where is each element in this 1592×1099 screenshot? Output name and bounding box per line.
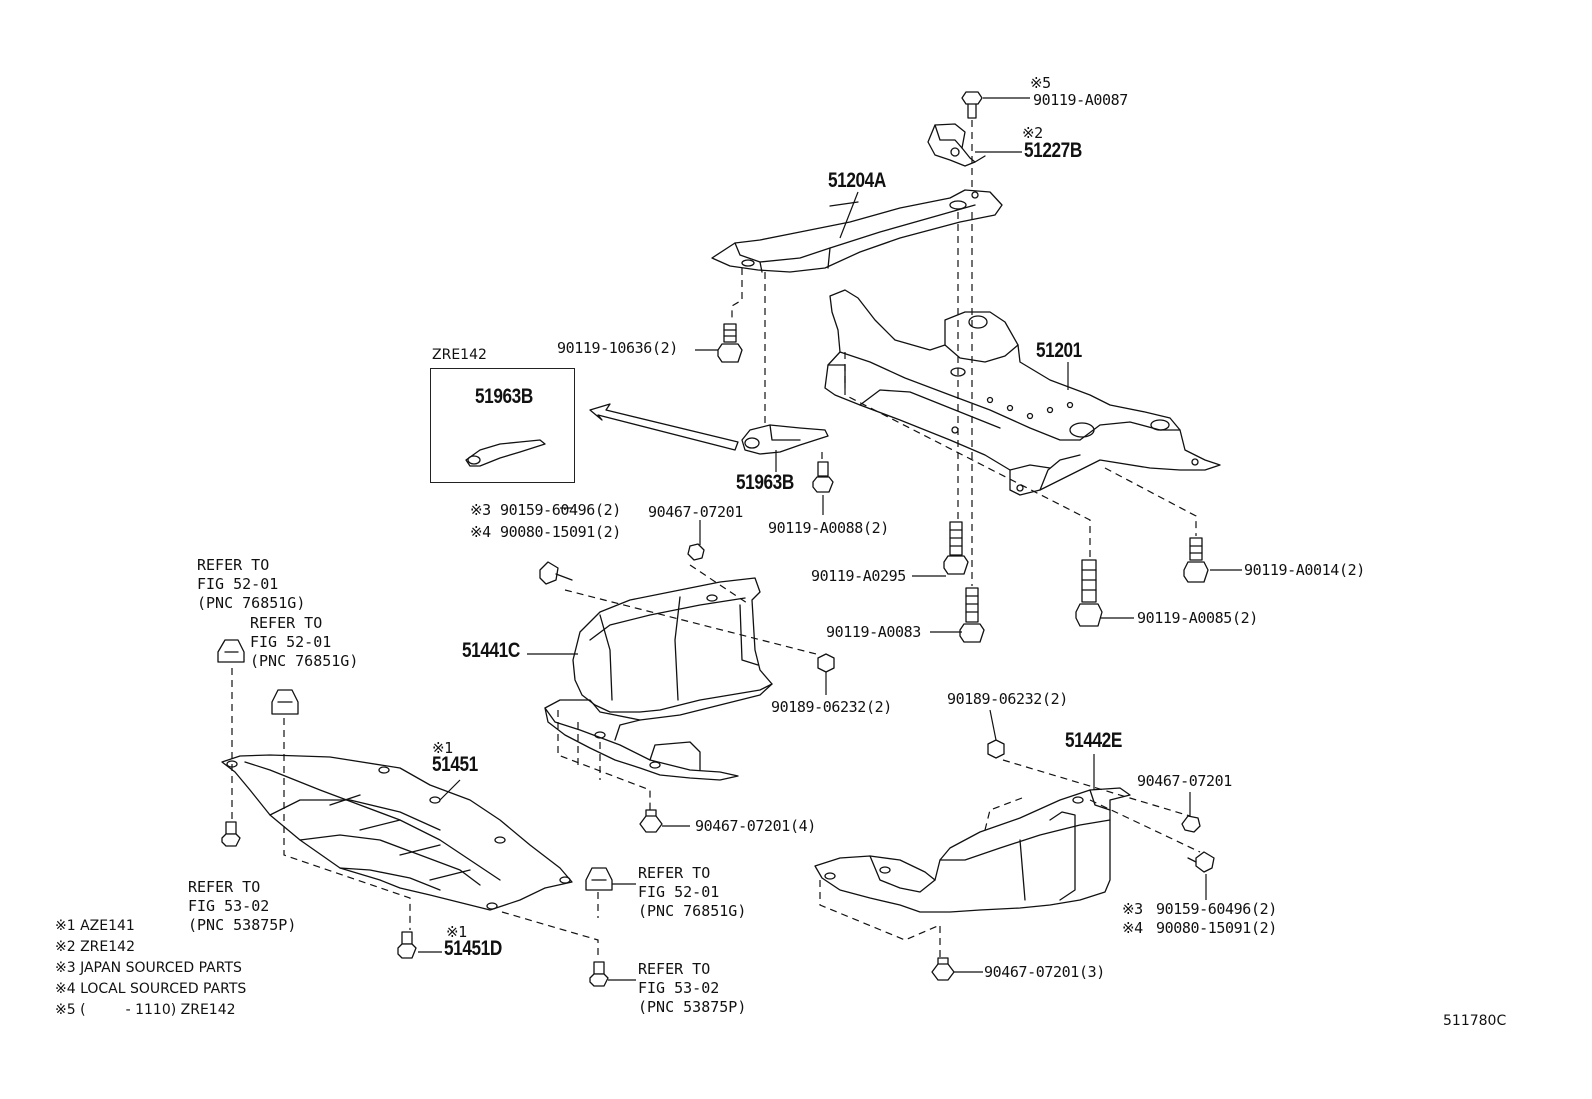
bolt-90119-a0014-drawing [1183, 537, 1209, 583]
part-90080-15091-a[interactable]: 90080-15091(2) [500, 523, 621, 541]
note-4: ※4 LOCAL SOURCED PARTS [55, 981, 247, 997]
mark-5: ※5 [1030, 74, 1051, 92]
refer-block-4[interactable]: REFER TO FIG 52-01 (PNC 76851G) [638, 864, 747, 920]
mark-1-a: ※1 [432, 739, 453, 757]
part-90467-07201-a[interactable]: 90467-07201 [648, 503, 743, 521]
zre142-box-part-51963b[interactable]: 51963B [475, 385, 533, 408]
part-51227b[interactable]: 51227B [1024, 139, 1082, 162]
refer-block-3[interactable]: REFER TO FIG 53-02 (PNC 53875P) [188, 878, 297, 934]
part-90119-a0085[interactable]: 90119-A0085(2) [1137, 609, 1258, 627]
part-51201[interactable]: 51201 [1036, 339, 1082, 362]
mark-4-b: ※4 [1122, 919, 1143, 937]
clip-90467-07201-4-drawing [639, 809, 663, 833]
screw-53875p-b-drawing [589, 961, 609, 987]
part-51963b[interactable]: 51963B [736, 471, 794, 494]
bracket-51963b-drawing [741, 424, 829, 455]
clip-90467-07201-b-drawing [1181, 815, 1201, 833]
screw-90159-60496-left-drawing [539, 561, 573, 585]
mark-2: ※2 [1022, 124, 1043, 142]
bolt-90119-a0088-drawing [812, 461, 834, 493]
refer-block-5[interactable]: REFER TO FIG 53-02 (PNC 53875P) [638, 960, 747, 1016]
part-90080-15091-b[interactable]: 90080-15091(2) [1156, 919, 1277, 937]
under-cover-51451-drawing [221, 754, 573, 911]
clip-76851g-c-drawing [585, 867, 613, 891]
part-90467-07201-3[interactable]: 90467-07201(3) [984, 963, 1105, 981]
part-51204a[interactable]: 51204A [828, 169, 886, 192]
part-90467-07201-4[interactable]: 90467-07201(4) [695, 817, 816, 835]
clip-76851g-a-drawing [217, 639, 245, 663]
note-3: ※3 JAPAN SOURCED PARTS [55, 960, 242, 976]
mark-1-b: ※1 [446, 923, 467, 941]
refer-block-1[interactable]: REFER TO FIG 52-01 (PNC 76851G) [197, 556, 306, 612]
under-cover-51441c-drawing [544, 577, 773, 781]
part-90119-a0087[interactable]: 90119-A0087 [1033, 91, 1128, 109]
bolt-90119-a0083-drawing [959, 587, 985, 643]
cover-51442e-drawing [814, 787, 1131, 913]
bolt-90119-a0295-drawing [943, 521, 969, 575]
diagram-code: 511780C [1443, 1013, 1507, 1029]
part-90189-06232-b[interactable]: 90189-06232(2) [947, 690, 1068, 708]
refer-block-2[interactable]: REFER TO FIG 52-01 (PNC 76851G) [250, 614, 359, 670]
clip-76851g-b-drawing [271, 689, 299, 715]
part-90119-a0014[interactable]: 90119-A0014(2) [1244, 561, 1365, 579]
bolt-90119-a0085-drawing [1075, 559, 1103, 627]
crossmember-51204a-drawing [711, 189, 1003, 273]
screw-90159-60496-b-drawing [1187, 851, 1215, 873]
part-90119-10636[interactable]: 90119-10636(2) [557, 339, 678, 357]
note-2: ※2 ZRE142 [55, 939, 135, 955]
mark-4-a: ※4 [470, 523, 491, 541]
part-90119-a0083[interactable]: 90119-A0083 [826, 623, 921, 641]
note-1: ※1 AZE141 [55, 918, 135, 934]
part-90467-07201-b[interactable]: 90467-07201 [1137, 772, 1232, 790]
part-90189-06232-a[interactable]: 90189-06232(2) [771, 698, 892, 716]
part-51442e[interactable]: 51442E [1065, 729, 1122, 752]
clip-90467-07201-3-drawing [931, 957, 955, 981]
mark-3-b: ※3 [1122, 900, 1143, 918]
part-90159-60496-a[interactable]: 90159-60496(2) [500, 501, 621, 519]
zre142-detail-box [430, 368, 575, 483]
nut-90189-06232-b-drawing [987, 739, 1005, 759]
nut-90189-06232-a-drawing [817, 653, 835, 673]
clip-90467-07201-top-drawing [687, 543, 705, 561]
bracket-51227b-drawing [927, 123, 986, 167]
part-51451[interactable]: 51451 [432, 753, 478, 776]
mark-3-a: ※3 [470, 501, 491, 519]
screw-53875p-a-drawing [221, 821, 241, 847]
part-90119-a0295[interactable]: 90119-A0295 [811, 567, 906, 585]
part-90159-60496-b[interactable]: 90159-60496(2) [1156, 900, 1277, 918]
zre142-box-title: ZRE142 [432, 347, 487, 363]
reference-arrow-drawing [589, 403, 739, 451]
zre142-bracket-drawing [465, 439, 546, 467]
bolt-90119-10636-drawing [717, 323, 743, 363]
bolt-90119-a0087-drawing [961, 91, 983, 119]
part-90119-a0088[interactable]: 90119-A0088(2) [768, 519, 889, 537]
note-5: ※5 ( - 1110) ZRE142 [55, 1002, 236, 1018]
part-51441c[interactable]: 51441C [462, 639, 520, 662]
screw-51451d-drawing [397, 931, 417, 959]
part-51451d[interactable]: 51451D [444, 937, 502, 960]
crossmember-51201-drawing [824, 289, 1221, 496]
